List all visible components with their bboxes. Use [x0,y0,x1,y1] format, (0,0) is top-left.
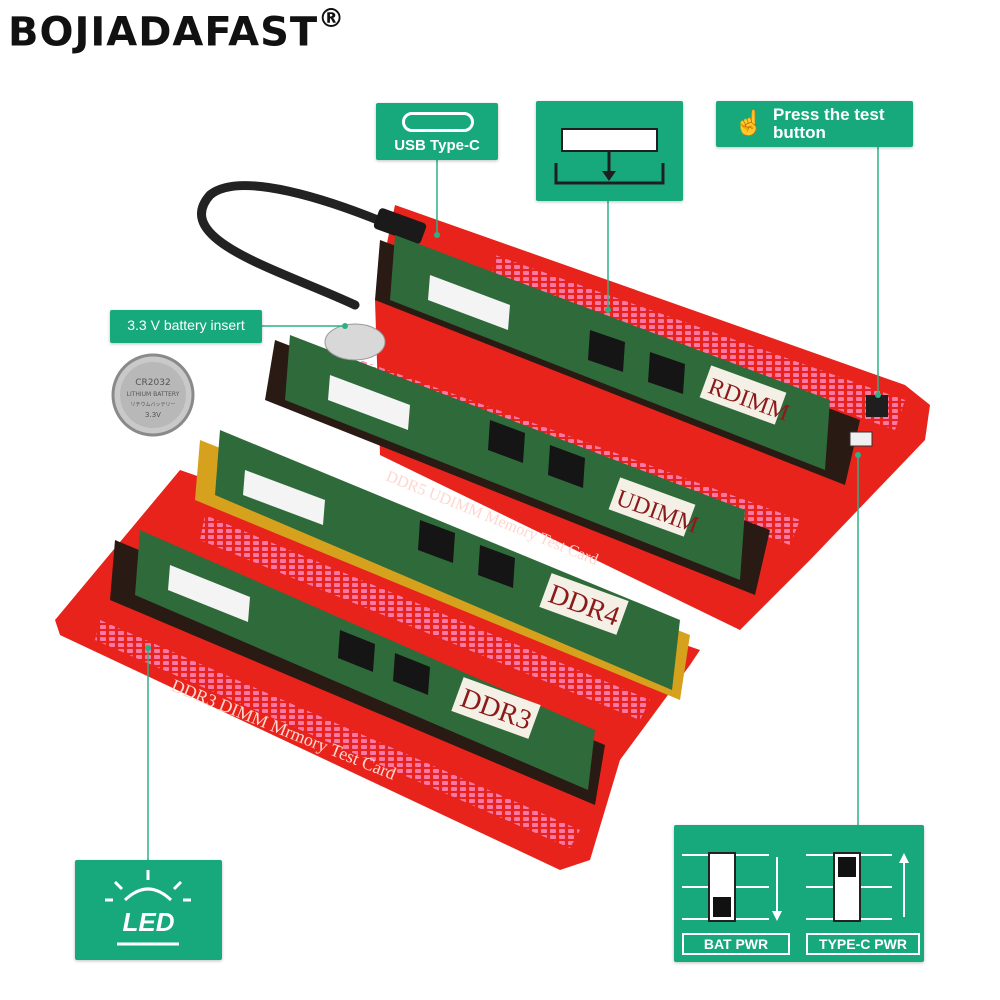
insert-module-icon [554,128,665,185]
switch-diagram [682,852,909,922]
usb-type-c-callout: USB Type-C [376,103,498,160]
battery-voltage: 3.3V [145,411,161,419]
coin-cell-battery: CR2032 LITHIUM BATTERY リチウムバッテリー 3.3V [111,353,195,437]
power-switch-callout: BAT PWR TYPE-C PWR [674,825,924,962]
bat-pwr-label: BAT PWR [682,933,790,955]
led-label: LED [122,907,175,937]
hand-pointer-icon: ☝ [734,110,764,137]
brand-name: BOJIADAFAST [8,9,319,56]
slot-insert-callout [536,101,683,201]
usb-type-c-label: USB Type-C [394,137,480,154]
usb-plug [373,208,427,244]
memory-modules [135,235,830,790]
typec-pwr-label: TYPE-C PWR [806,933,920,955]
bat-pwr-switch-icon [682,852,782,922]
usb-c-port-icon [402,112,474,132]
battery-model: CR2032 [135,378,170,388]
battery-insert-callout: 3.3 V battery insert [110,310,262,343]
led-callout: LED [75,860,222,960]
typec-pwr-switch-icon [806,852,909,922]
battery-holder [324,323,386,361]
registered-mark: ® [318,4,346,34]
led-glow-icon [105,870,191,946]
press-test-button-callout: ☝ Press the test button [716,101,913,147]
power-switch [849,431,873,447]
battery-type-jp: リチウムバッテリー [130,401,175,408]
brand-logo: BOJIADAFAST® [8,4,345,56]
battery-insert-label: 3.3 V battery insert [127,317,245,333]
test-button [866,395,888,417]
usb-cable [197,181,395,310]
battery-type: LITHIUM BATTERY [127,391,180,398]
press-test-button-label: Press the test button [773,105,885,142]
